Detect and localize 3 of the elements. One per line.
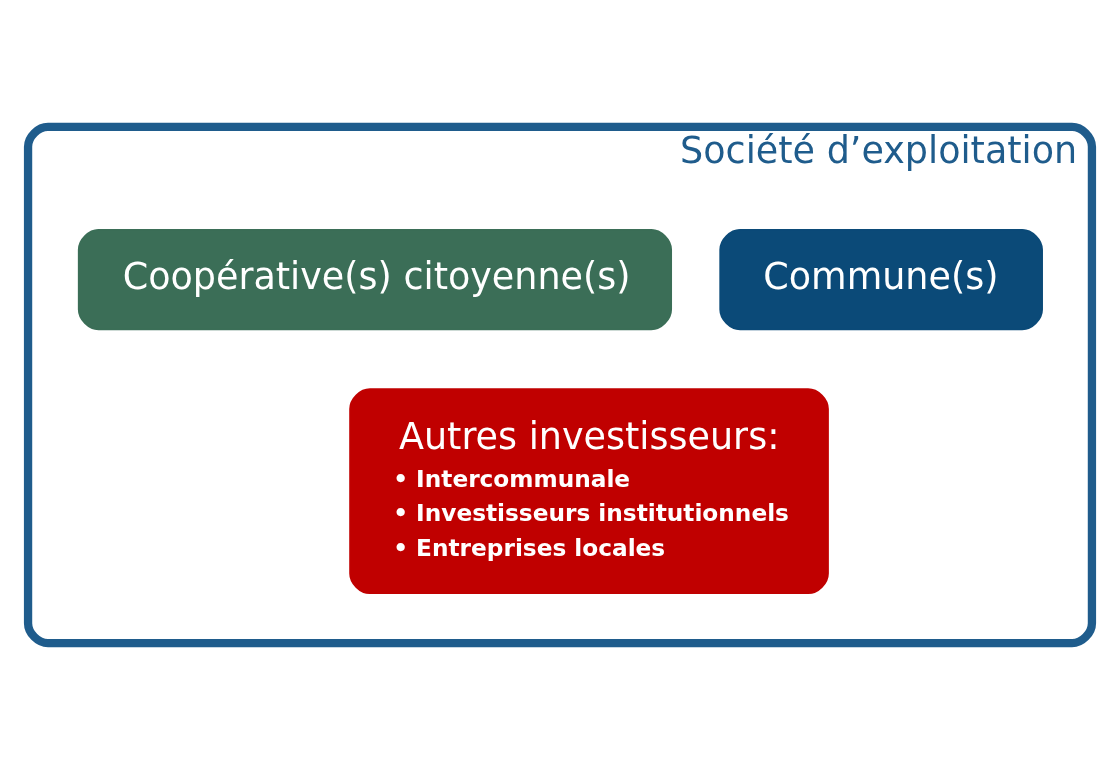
node-box: Coopérative(s) citoyenne(s) xyxy=(77,228,673,330)
node-box: Autres investisseurs: • Intercommunale • Investisseurs institutionnels • Entreprises locales xyxy=(349,387,829,594)
node-box: Commune(s) xyxy=(719,228,1043,330)
